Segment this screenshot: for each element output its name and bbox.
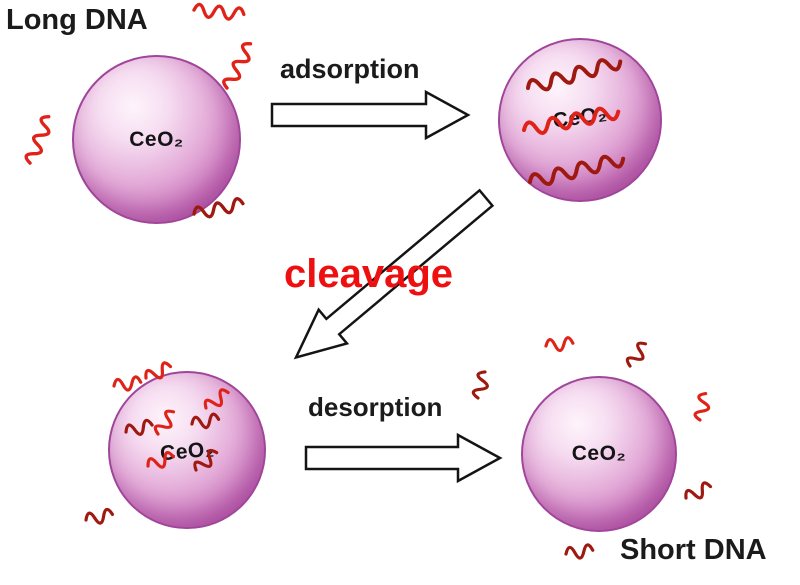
short-dna-legend-strand-icon — [563, 542, 596, 562]
long-dna-strand-icon — [191, 2, 247, 23]
particle-label: CeO₂ — [571, 442, 627, 465]
long-dna-strand-icon — [220, 39, 258, 93]
adsorption-arrow-icon — [270, 89, 471, 141]
desorption-arrow-icon — [304, 432, 503, 484]
particle-label: CeO₂ — [551, 102, 609, 133]
ceo2-nanoparticle-top-left: CeO₂ — [72, 55, 241, 224]
long-dna-strand-icon — [22, 112, 56, 167]
short-dna-strand-icon — [83, 506, 116, 528]
adsorption-label: adsorption — [280, 54, 420, 84]
particle-label: CeO₂ — [129, 127, 184, 151]
ceo2-nanoparticle-bottom-right: CeO₂ — [521, 376, 677, 532]
short-dna-strand-icon — [692, 390, 714, 423]
ceo2-nanoparticle-top-right: CeO₂ — [498, 38, 662, 202]
short-dna-strand-icon — [623, 338, 653, 372]
desorption-label: desorption — [308, 392, 443, 422]
cleavage-label: cleavage — [284, 252, 454, 296]
short-dna-label: Short DNA — [620, 534, 767, 566]
short-dna-strand-icon — [681, 479, 715, 506]
short-dna-strand-icon — [543, 335, 576, 354]
particle-label: CeO₂ — [158, 437, 216, 466]
ceo2-nanoparticle-bottom-left: CeO₂ — [108, 371, 266, 529]
long-dna-label: Long DNA — [6, 4, 148, 36]
short-dna-strand-icon — [470, 368, 493, 402]
